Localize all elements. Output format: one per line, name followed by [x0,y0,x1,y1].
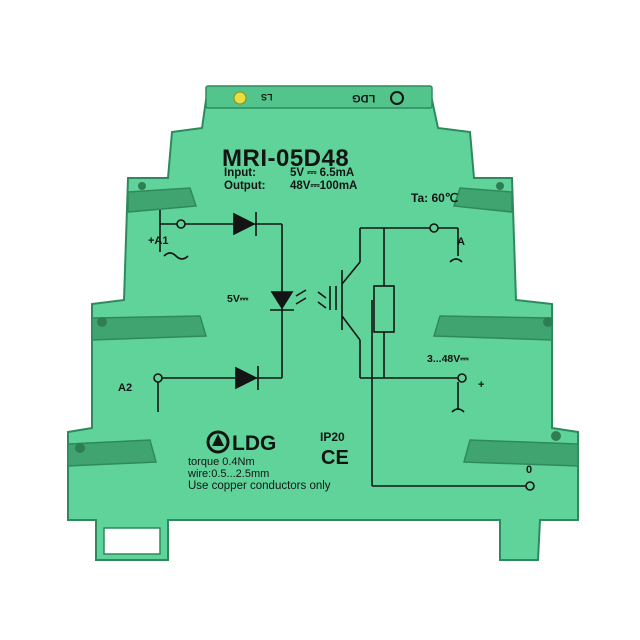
terminal-plus-label: + [478,379,485,391]
din-clip [103,527,161,555]
status-led [233,91,247,105]
ip-rating: IP20 [320,430,345,444]
terminal-a2-label: A2 [118,382,133,394]
top-code-text: LS [261,92,273,102]
ce-mark: CE [321,447,349,469]
brand-logo-icon [206,430,230,454]
circuit-schematic [153,210,535,491]
load-voltage-label: 3...48V⎓ [427,353,469,365]
housing-body [67,99,579,561]
input-value: 5V ⎓ 6.5mA [290,167,355,179]
top-ridge [205,85,433,109]
output-value: 48V⎓100mA [290,180,358,192]
terminal-a-label: A [457,236,465,248]
led-voltage-label: 5V⎓ [227,293,249,305]
left-terminals [67,187,207,467]
output-label: Output: [224,180,266,192]
top-logo-icon [390,91,404,105]
ambient-temp: Ta: 60℃ [411,191,459,205]
input-label: Input: [224,167,256,179]
terminal-a1-label: +A1 [148,235,169,247]
right-terminals [433,187,579,467]
model-number: MRI-05D48 [222,145,350,172]
brand-name: LDG [232,432,277,455]
top-logo-text: LDG [352,92,376,104]
screw-holes [75,182,561,453]
terminal-zero-label: 0 [526,464,533,476]
copper-note: Use copper conductors only [188,480,331,492]
torque-spec: torque 0.4Nm [188,456,255,468]
wire-spec: wire:0.5...2.5mm [188,468,270,480]
